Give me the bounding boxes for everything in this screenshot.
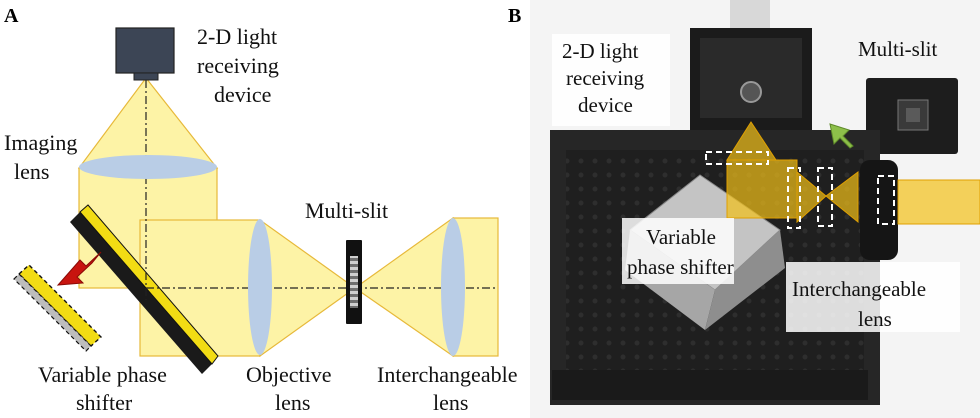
label-receiver-line1: 2-D light — [197, 24, 277, 49]
label-imaging-line1: Imaging — [4, 130, 77, 155]
photo-label-receiver-line3: device — [578, 93, 633, 117]
multislit-slits — [906, 108, 920, 122]
multi-slit-icon — [346, 240, 362, 324]
photo-beam-exit — [897, 179, 980, 225]
label-interchangeable-line1: Interchangeable — [377, 362, 517, 387]
label-imaging-line2: lens — [14, 159, 49, 184]
camera-face — [700, 38, 802, 118]
photo-beam-converge — [796, 170, 827, 224]
imaging-lens — [79, 155, 217, 179]
displacement-arrow — [56, 251, 102, 286]
photo-label-interchangeable-line2: lens — [858, 307, 892, 331]
mirror-surface — [79, 204, 219, 365]
phase-shifter-mirror — [70, 204, 219, 374]
outline-mirror — [705, 151, 769, 165]
beam-diverging — [353, 216, 454, 358]
camera-body — [115, 27, 175, 74]
outline-multislit — [817, 167, 833, 227]
camera-cable-mount — [730, 0, 770, 28]
panel-a-schematic: A — [4, 5, 517, 415]
photo-label-multislit: Multi-slit — [858, 37, 938, 61]
interchangeable-lens — [441, 218, 465, 356]
green-arrow-icon — [829, 123, 854, 149]
camera-screw — [740, 81, 762, 103]
light-beam — [77, 77, 499, 358]
camera-mount — [133, 72, 159, 81]
panel-b-photo: B — [508, 0, 980, 418]
photo-label-vps-line1: Variable — [646, 225, 716, 249]
photo-label-receiver-line2: receiving — [566, 66, 645, 90]
photo-beam-block — [726, 159, 798, 219]
outline-interchangeable — [877, 175, 895, 225]
receiver-label-plate — [552, 34, 670, 126]
photo-label-vps-line2: phase shifter — [627, 255, 734, 279]
label-multislit: Multi-slit — [305, 198, 388, 223]
photo-component-outlines — [705, 151, 895, 229]
interchangeable-label-plate — [786, 262, 960, 332]
outline-objective — [787, 167, 801, 229]
displaced-phase-shifter — [13, 264, 103, 352]
photo-multislit — [866, 78, 958, 154]
label-receiver-line2: receiving — [197, 53, 279, 78]
photo-beam-overlay — [726, 121, 980, 225]
vps-label-plate — [622, 218, 734, 284]
mirror-backing — [70, 212, 212, 374]
label-objective-line2: lens — [275, 390, 310, 415]
camera-icon — [115, 27, 175, 81]
objective-lens — [248, 219, 272, 355]
red-arrow-icon — [56, 251, 102, 286]
photo-label-interchangeable-line1: Interchangeable — [792, 277, 926, 301]
photo-label-receiver-line1: 2-D light — [562, 39, 639, 63]
panel-a-letter: A — [4, 5, 19, 27]
panel-b-letter: B — [508, 5, 521, 27]
photo-camera — [690, 0, 812, 130]
label-interchangeable-line2: lens — [433, 390, 468, 415]
label-receiver-line3: device — [214, 82, 271, 107]
dashed-mirror-grey — [13, 273, 92, 352]
label-vps-line1: Variable phase — [38, 362, 167, 387]
stage-front — [705, 230, 785, 330]
enclosure-front — [552, 370, 868, 400]
beam-cone-camera — [77, 77, 219, 169]
slit-grating — [350, 256, 358, 308]
label-vps-line2: shifter — [76, 390, 133, 415]
label-objective-line1: Objective — [246, 362, 332, 387]
photo-beam-diverge — [825, 171, 859, 224]
optical-axis — [145, 80, 498, 300]
